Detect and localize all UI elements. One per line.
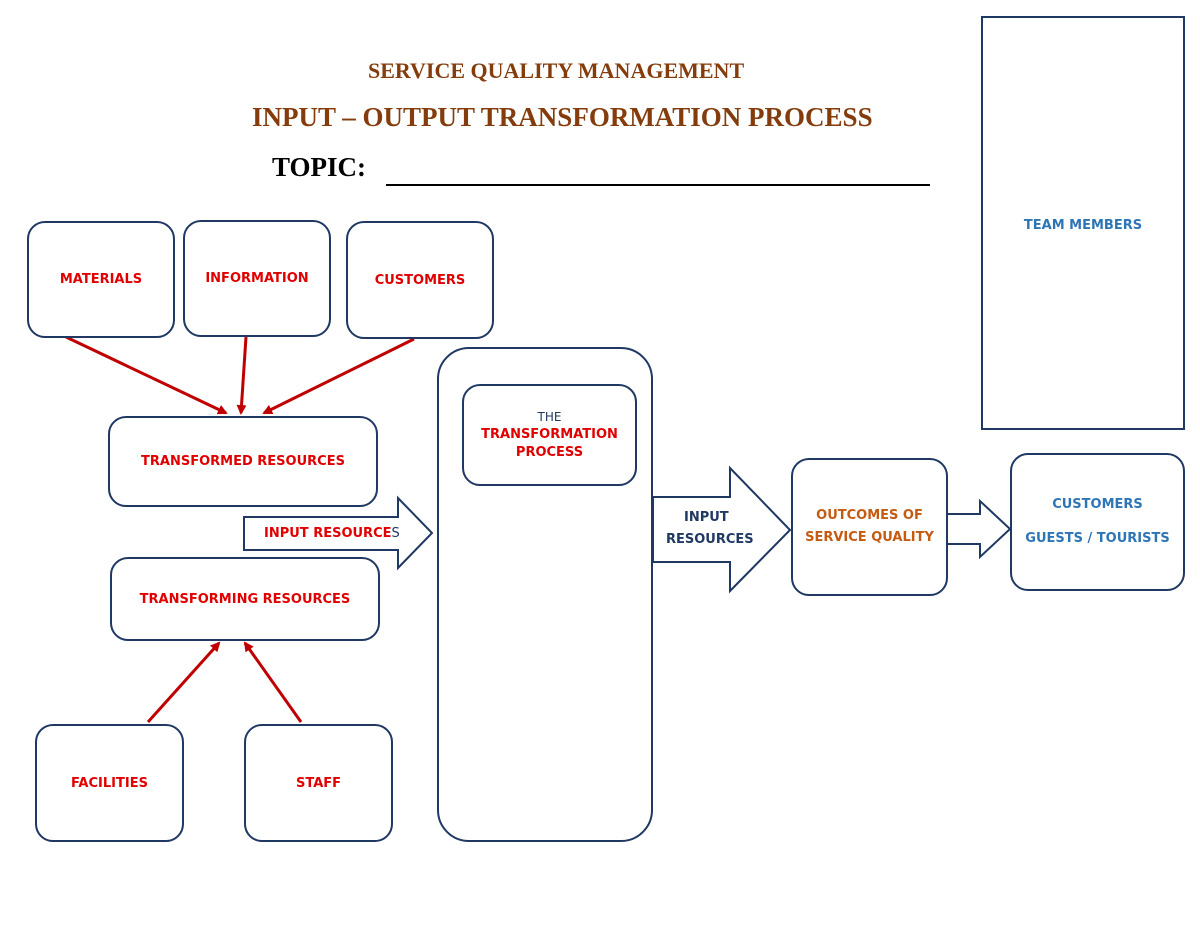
page-subtitle: INPUT – OUTPUT TRANSFORMATION PROCESS [252, 102, 873, 132]
transformation-process-box: THE TRANSFORMATION PROCESS [462, 384, 637, 486]
input-resources-arrow-label: INPUT RESOURCES [264, 526, 400, 541]
information-box: INFORMATION [183, 220, 331, 337]
customers-output-line1: CUSTOMERS [1052, 497, 1143, 512]
output-arrow-label: INPUT RESOURCES [666, 510, 754, 547]
information-label: INFORMATION [205, 271, 309, 286]
customers-input-box: CUSTOMERS [346, 221, 494, 339]
customers-input-label: CUSTOMERS [374, 272, 466, 288]
customers-output-box: CUSTOMERS GUESTS / TOURISTS [1010, 453, 1185, 591]
block-arrow-to-customers [946, 498, 1012, 560]
arrow-facilities-to-transforming [146, 641, 221, 724]
process-name-line1: TRANSFORMATION [481, 427, 618, 442]
arrow-staff-to-transforming [243, 641, 303, 723]
block-arrow-input-resources [243, 495, 434, 571]
outcomes-line2: SERVICE QUALITY [805, 530, 934, 545]
staff-box: STAFF [244, 724, 393, 842]
arrow-information-to-transformed [236, 336, 248, 415]
materials-box: MATERIALS [27, 221, 175, 338]
transforming-resources-label: TRANSFORMING RESOURCES [139, 591, 351, 607]
customers-output-line2: GUESTS / TOURISTS [1025, 531, 1170, 546]
page-title: SERVICE QUALITY MANAGEMENT [368, 58, 745, 83]
arrow-materials-to-transformed [65, 335, 228, 415]
materials-label: MATERIALS [59, 272, 143, 287]
transforming-resources-box: TRANSFORMING RESOURCES [110, 557, 380, 641]
staff-label: STAFF [295, 775, 342, 791]
process-name-line2: PROCESS [515, 445, 584, 460]
team-members-label: TEAM MEMBERS [1023, 218, 1143, 233]
arrow-customers-to-transformed [262, 337, 415, 415]
transformed-resources-label: TRANSFORMED RESOURCES [141, 454, 345, 469]
topic-label: TOPIC: [272, 152, 367, 182]
transformed-resources-box: TRANSFORMED RESOURCES [108, 416, 378, 507]
block-arrow-output-resources [652, 465, 792, 594]
outcomes-box: OUTCOMES OF SERVICE QUALITY [791, 458, 948, 596]
facilities-label: FACILITIES [71, 775, 148, 791]
outcomes-line1: OUTCOMES OF [816, 508, 923, 523]
facilities-box: FACILITIES [35, 724, 184, 842]
process-the-label: THE [537, 410, 562, 424]
team-members-box: TEAM MEMBERS [981, 16, 1185, 430]
